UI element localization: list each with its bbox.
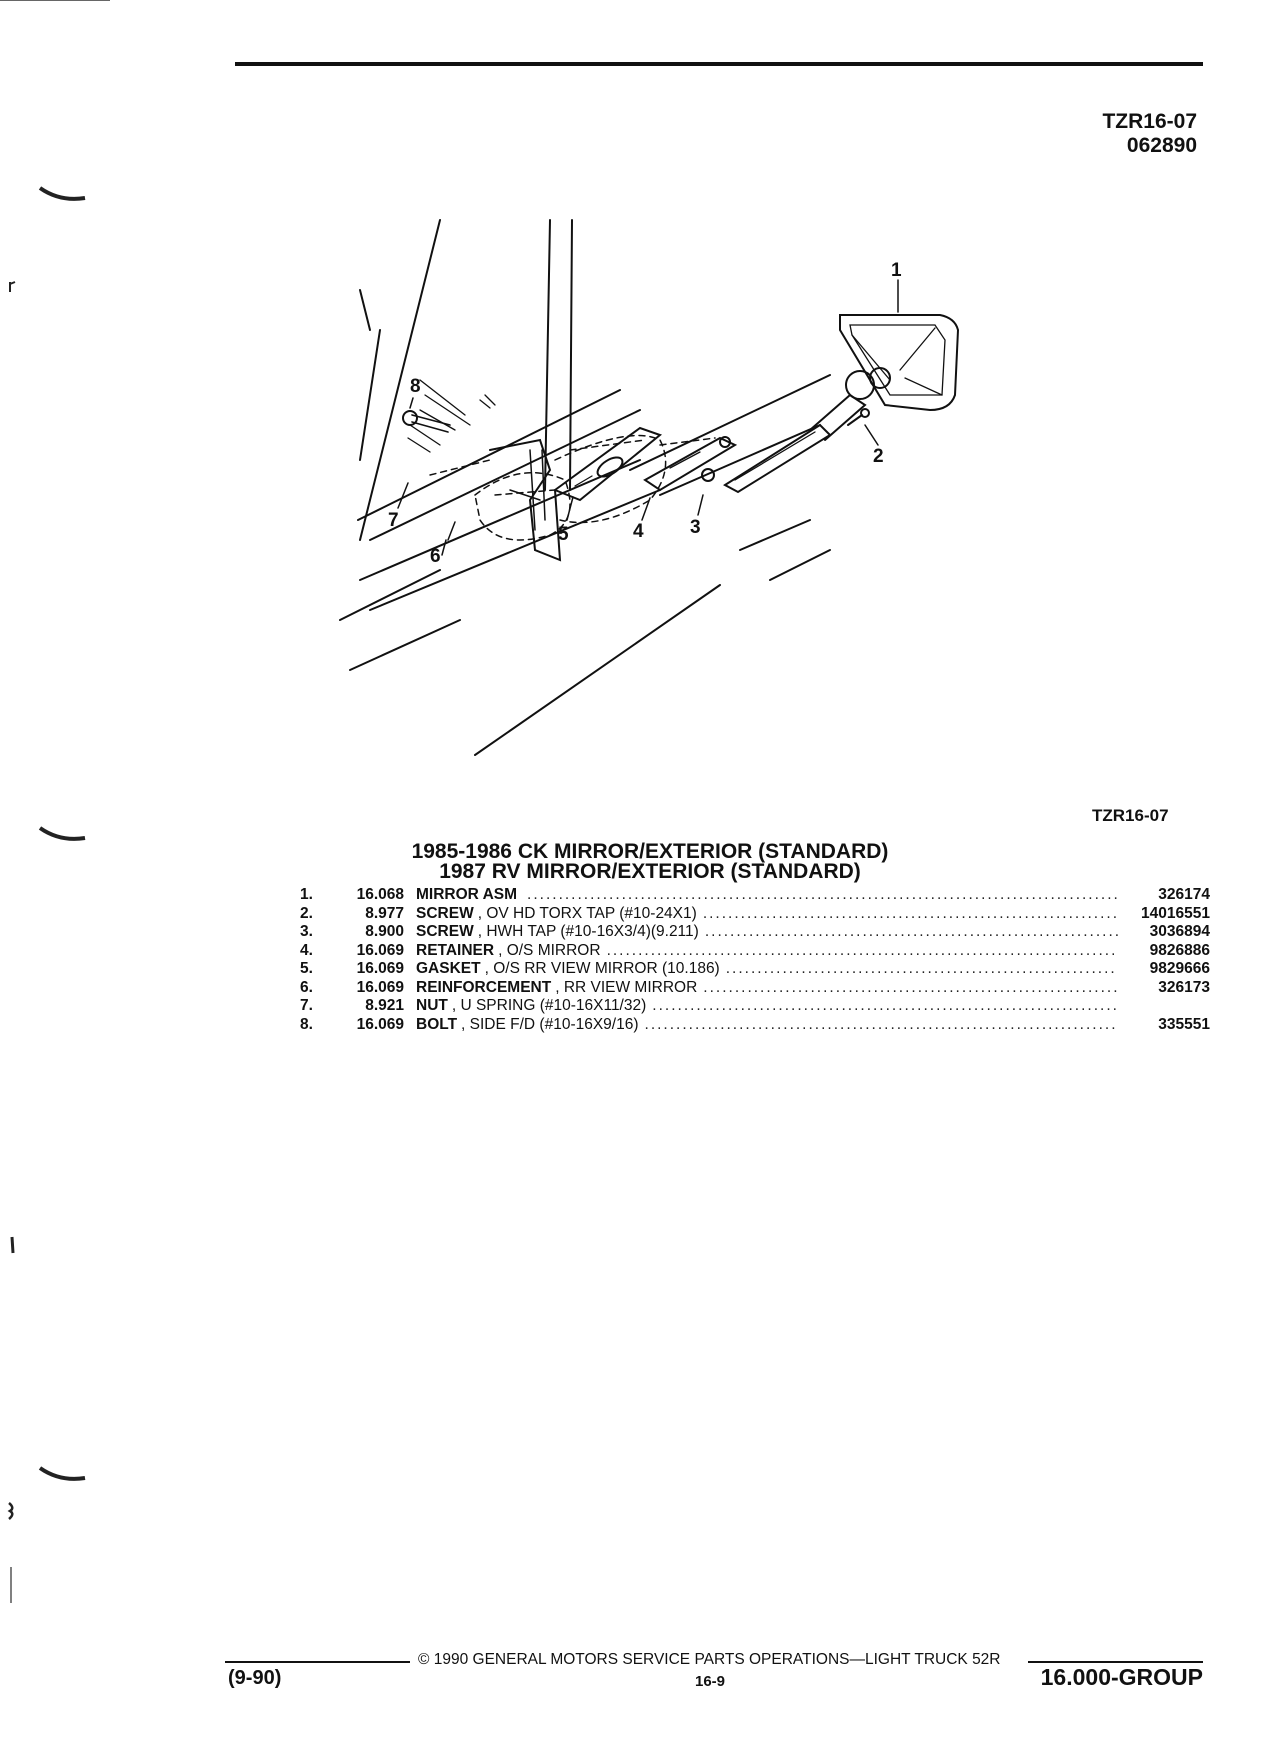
part-number-index: 4. bbox=[300, 941, 313, 959]
leader-dots: ........................................… bbox=[606, 941, 1118, 959]
leader-dots: ........................................… bbox=[652, 997, 1118, 1014]
part-catalog-number: 335551 bbox=[1158, 1015, 1210, 1033]
revision-date: (9-90) bbox=[228, 1667, 282, 1689]
corner-rule bbox=[0, 0, 110, 1]
part-number-index: 7. bbox=[300, 997, 313, 1014]
part-row: 3. 8.900 SCREW, HWH TAP (#10-16X3/4)(9.211… bbox=[300, 923, 1210, 942]
part-name: NUT bbox=[416, 997, 448, 1014]
part-description: , HWH TAP (#10-16X3/4)(9.211) bbox=[477, 923, 699, 940]
part-number-index: 8. bbox=[300, 1015, 313, 1033]
callout-2: 2 bbox=[873, 446, 884, 467]
leader-dots: ........................................… bbox=[527, 886, 1118, 903]
part-row: 7. 8.921 NUT, U SPRING (#10-16X11/32).....… bbox=[300, 997, 1210, 1016]
callout-1: 1 bbox=[891, 260, 902, 281]
figure-code: TZR16-07 bbox=[1092, 806, 1169, 825]
page-number: 16-9 bbox=[695, 1673, 726, 1690]
part-catalog-number: 326173 bbox=[1158, 978, 1210, 996]
part-description: , O/S MIRROR bbox=[498, 941, 601, 959]
margin-mark bbox=[38, 186, 86, 201]
callout-8: 8 bbox=[410, 376, 421, 397]
callout-6: 6 bbox=[430, 546, 441, 567]
margin-mark bbox=[7, 1502, 14, 1520]
part-row: 1. 16.068 MIRROR ASM......................… bbox=[300, 886, 1210, 905]
margin-mark bbox=[10, 1236, 15, 1254]
part-number-index: 6. bbox=[300, 978, 313, 996]
leader-dots: ........................................… bbox=[702, 904, 1118, 922]
part-group-code: 16.069 bbox=[356, 978, 404, 996]
part-name: SCREW bbox=[416, 923, 474, 940]
margin-mark bbox=[10, 1567, 12, 1603]
part-row: 2. 8.977 SCREW, OV HD TORX TAP (#10-24X1).… bbox=[300, 905, 1210, 924]
leader-dots: ........................................… bbox=[704, 923, 1118, 940]
leader-dots: ........................................… bbox=[644, 1015, 1118, 1033]
page-title: 1985-1986 CK MIRROR/EXTERIOR (STANDARD) bbox=[411, 840, 889, 863]
part-number-index: 3. bbox=[300, 923, 313, 940]
part-name: BOLT bbox=[416, 1015, 458, 1033]
part-group-code: 16.069 bbox=[356, 960, 404, 977]
copyright-text: © 1990 GENERAL MOTORS SERVICE PARTS OPER… bbox=[418, 1651, 1001, 1668]
part-group-code: 8.921 bbox=[365, 997, 404, 1014]
callout-5: 5 bbox=[558, 524, 569, 545]
margin-mark bbox=[38, 1466, 86, 1481]
callout-7: 7 bbox=[388, 510, 399, 531]
part-catalog-number: 3036894 bbox=[1149, 923, 1210, 940]
leader-dots: ........................................… bbox=[703, 978, 1118, 996]
part-name: GASKET bbox=[416, 960, 481, 977]
part-name: SCREW bbox=[416, 904, 474, 922]
parts-list: 1. 16.068 MIRROR ASM......................… bbox=[300, 886, 1210, 1034]
header-code: TZR16-07 bbox=[1102, 110, 1197, 133]
part-group-code: 16.069 bbox=[356, 941, 404, 959]
margin-mark bbox=[9, 281, 16, 292]
part-catalog-number: 9829666 bbox=[1149, 960, 1210, 977]
leader-dots: ........................................… bbox=[725, 960, 1118, 977]
part-number-index: 1. bbox=[300, 886, 313, 903]
part-number-index: 5. bbox=[300, 960, 313, 977]
part-row: 5. 16.069 GASKET, O/S RR VIEW MIRROR (10.1… bbox=[300, 960, 1210, 979]
part-description: , SIDE F/D (#10-16X9/16) bbox=[461, 1015, 639, 1033]
part-description: , O/S RR VIEW MIRROR (10.186) bbox=[484, 960, 720, 977]
part-catalog-number: 14016551 bbox=[1141, 904, 1210, 922]
part-catalog-number: 326174 bbox=[1158, 886, 1210, 903]
part-name: REINFORCEMENT bbox=[416, 978, 552, 996]
mirror-exploded-diagram: 1 2 3 4 5 6 7 8 bbox=[339, 219, 960, 756]
part-number-index: 2. bbox=[300, 904, 313, 922]
footer-rule bbox=[1028, 1661, 1203, 1663]
part-row: 4. 16.069 RETAINER, O/S MIRROR............… bbox=[300, 942, 1210, 961]
header-date-code: 062890 bbox=[1126, 134, 1197, 157]
part-group-code: 16.068 bbox=[356, 886, 404, 903]
part-description: , U SPRING (#10-16X11/32) bbox=[451, 997, 647, 1014]
part-description: , RR VIEW MIRROR bbox=[555, 978, 698, 996]
part-row: 6. 16.069 REINFORCEMENT, RR VIEW MIRROR...… bbox=[300, 979, 1210, 998]
part-group-code: 8.900 bbox=[365, 923, 404, 940]
group-label: 16.000-GROUP bbox=[1040, 1664, 1203, 1690]
footer-rule bbox=[225, 1661, 410, 1663]
part-description: , OV HD TORX TAP (#10-24X1) bbox=[477, 904, 697, 922]
page-subtitle: 1987 RV MIRROR/EXTERIOR (STANDARD) bbox=[439, 860, 861, 883]
top-rule bbox=[235, 62, 1203, 66]
part-name: RETAINER bbox=[416, 941, 495, 959]
part-group-code: 8.977 bbox=[365, 904, 404, 922]
callout-3: 3 bbox=[690, 517, 701, 538]
part-catalog-number: 9826886 bbox=[1149, 941, 1210, 959]
part-row: 8. 16.069 BOLT, SIDE F/D (#10-16X9/16)....… bbox=[300, 1016, 1210, 1035]
part-group-code: 16.069 bbox=[356, 1015, 404, 1033]
part-name: MIRROR ASM bbox=[416, 886, 518, 903]
margin-mark bbox=[38, 826, 86, 841]
callout-4: 4 bbox=[633, 521, 644, 542]
